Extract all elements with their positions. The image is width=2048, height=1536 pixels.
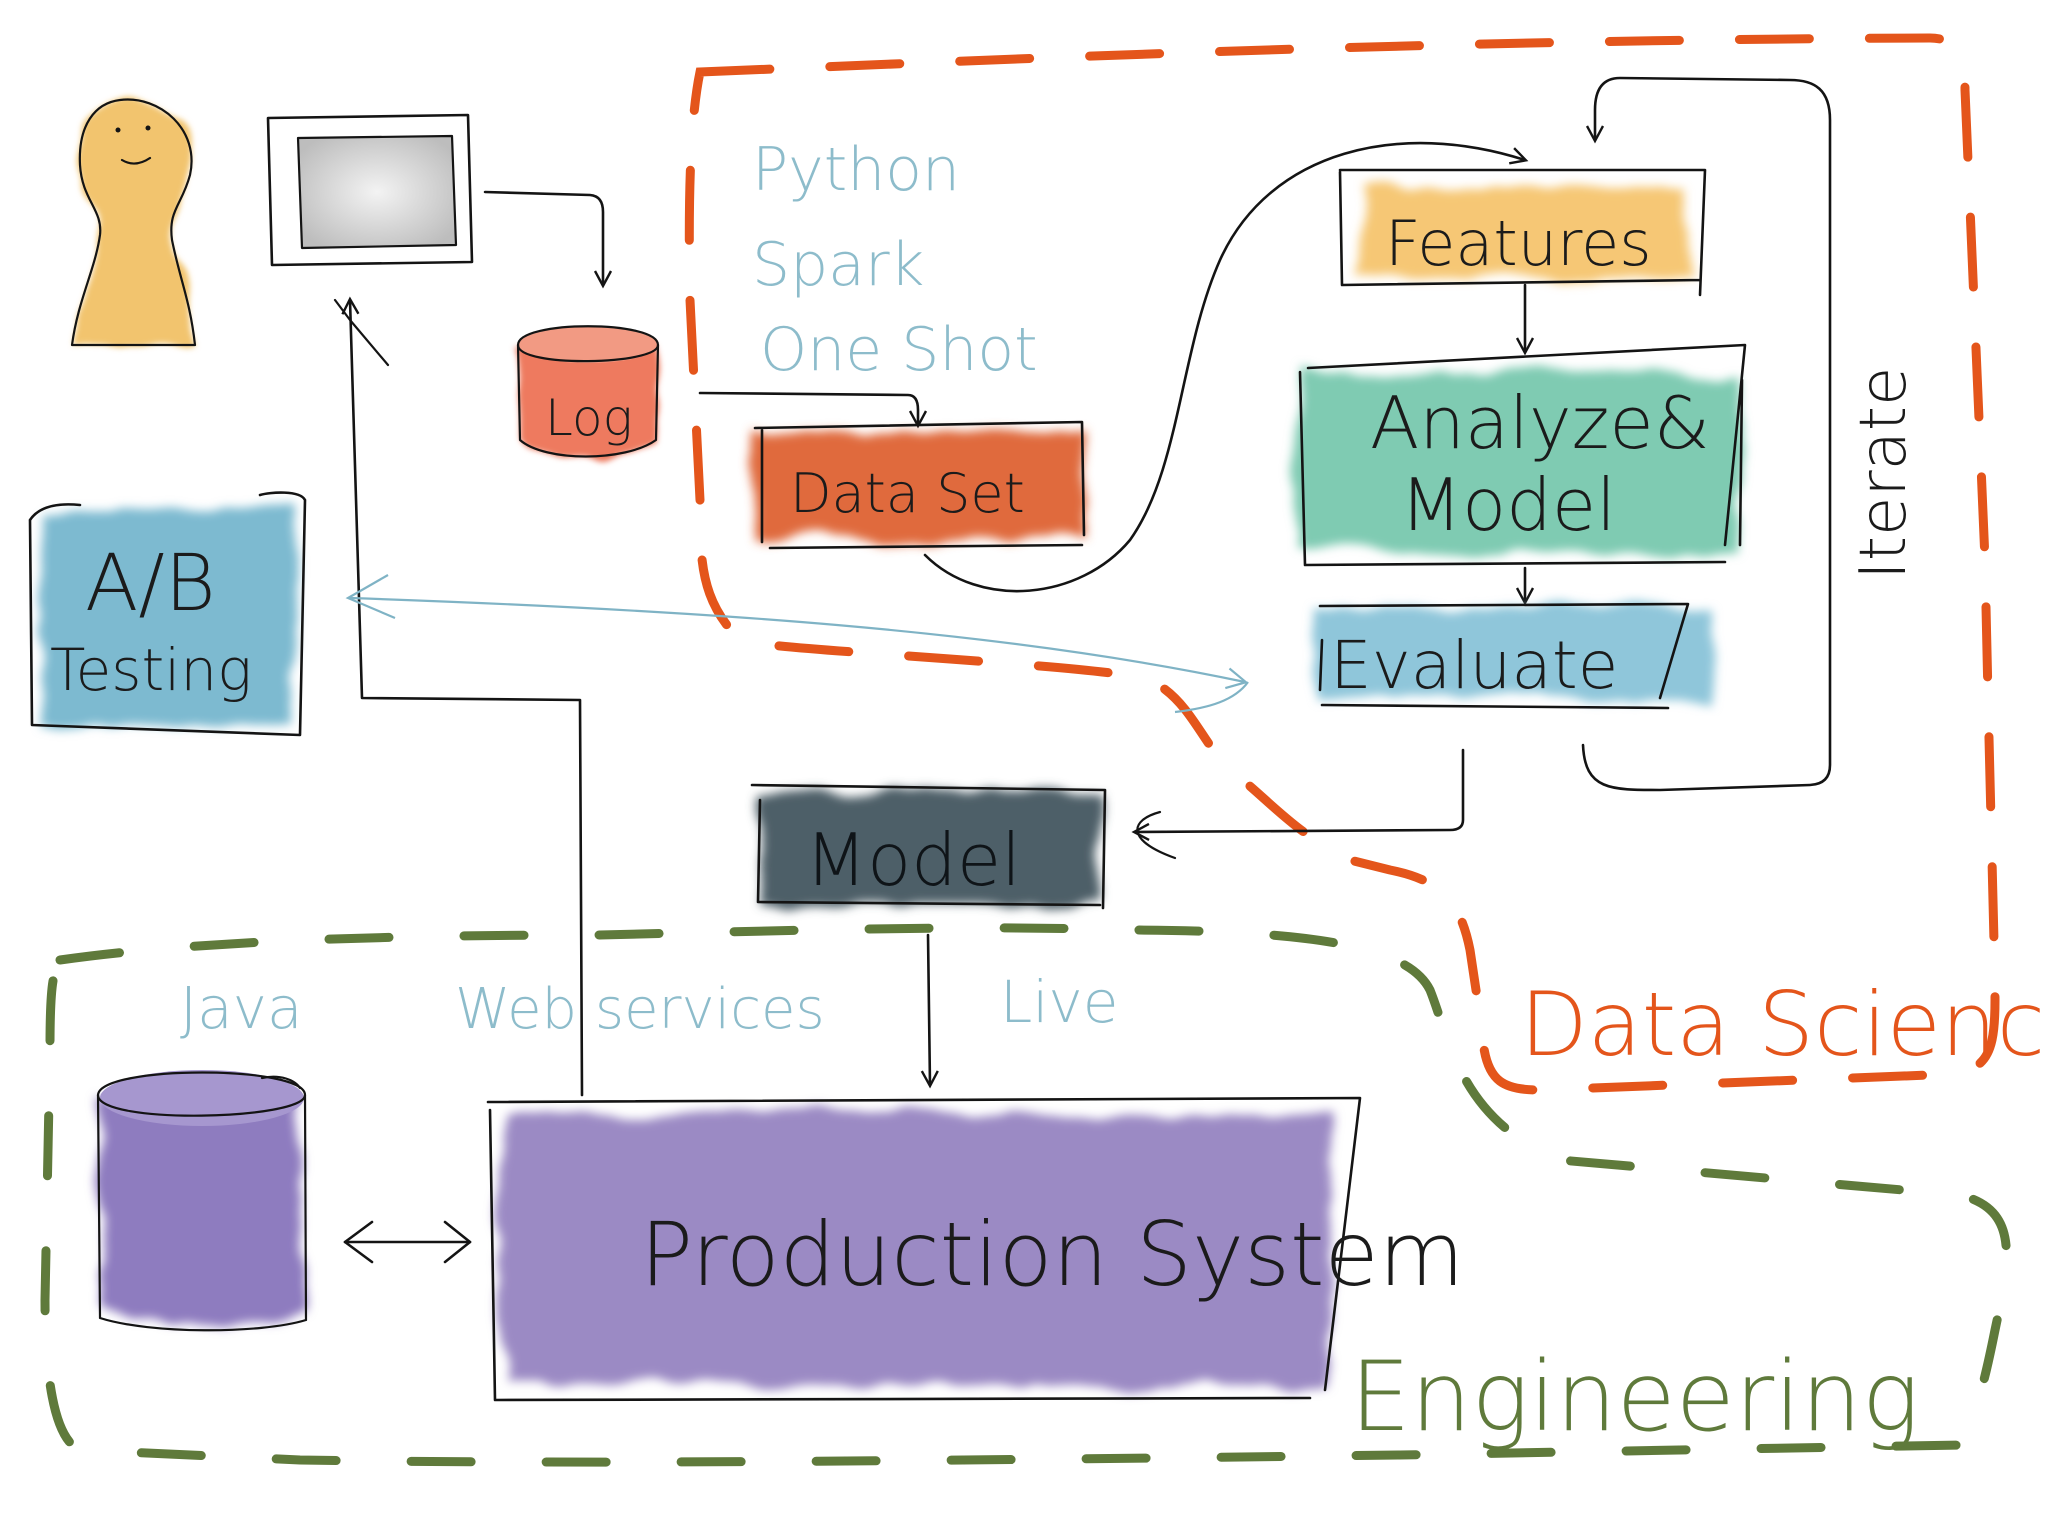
- log-to-dataset-arrow: [698, 391, 928, 429]
- python-label: Python: [752, 135, 960, 205]
- iterate-label: Iterate: [1847, 367, 1921, 580]
- live-label: Live: [1000, 968, 1118, 1036]
- log-label: Log: [545, 389, 633, 447]
- dataset-node: Data Set: [753, 420, 1086, 550]
- dataset-to-features-arrow: [923, 141, 1529, 593]
- person-icon: [70, 98, 197, 347]
- data-science-boundary: Data Science: [684, 33, 2048, 1095]
- screen-to-log-arrow: [483, 190, 613, 289]
- evaluate-label: Evaluate: [1330, 627, 1618, 704]
- features-label: Features: [1385, 207, 1652, 280]
- analyze-model-node: Analyze& Model: [1298, 343, 1747, 567]
- screen-icon: [266, 113, 474, 267]
- production-label: Production System: [640, 1203, 1464, 1306]
- evaluate-node: Evaluate: [1315, 602, 1710, 710]
- spark-label: Spark: [752, 230, 924, 300]
- iterate-loop-arrow: [1581, 76, 1832, 792]
- database-icon: [96, 1070, 308, 1332]
- engineering-boundary: Engineering: [40, 923, 2011, 1467]
- model-node: Model: [750, 783, 1107, 910]
- one-shot-label: One Shot: [760, 315, 1038, 385]
- ab-testing-node: A/B Testing: [28, 491, 307, 737]
- model-label: Model: [805, 818, 1021, 902]
- log-node: Log: [516, 325, 660, 459]
- production-system-node: Production System: [486, 1096, 1464, 1402]
- ab-label-line1: A/B: [85, 539, 216, 629]
- tech-notes-python: Python Spark One Shot: [752, 135, 1038, 385]
- features-node: Features: [1338, 168, 1707, 297]
- analyze-label-line2: Model: [1400, 463, 1616, 547]
- evaluate-to-model-arrow: [1131, 748, 1465, 841]
- analyze-label-line1: Analyze&: [1370, 381, 1710, 465]
- ab-label-line2: Testing: [50, 636, 252, 704]
- database-production-arrow: [343, 1220, 472, 1264]
- model-to-production-arrow: [920, 933, 939, 1089]
- model-arrowhead-curl: [1136, 810, 1177, 860]
- web-services-label: Web services: [455, 977, 825, 1042]
- evaluate-arrowhead-curl: [1174, 681, 1249, 714]
- ab-to-evaluate-arrow: [349, 596, 1249, 690]
- data-science-label: Data Science: [1520, 973, 2048, 1076]
- dataset-label: Data Set: [790, 462, 1025, 525]
- screen-arrow-tail: [333, 298, 390, 367]
- production-to-screen-arrow: [341, 296, 584, 1097]
- java-label: Java: [180, 974, 303, 1042]
- ab-arrowhead-left: [345, 574, 396, 620]
- engineering-label: Engineering: [1350, 1341, 1919, 1453]
